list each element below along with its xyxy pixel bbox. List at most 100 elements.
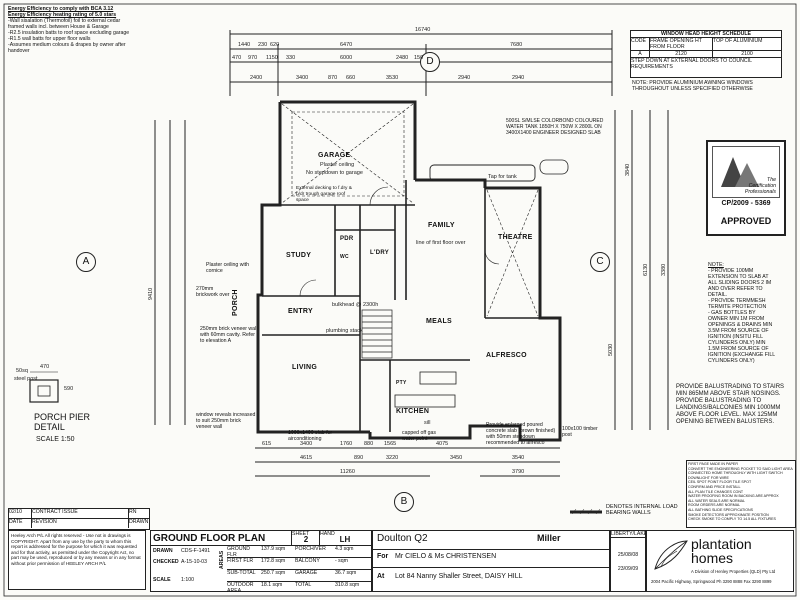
area-cell: PORCH/VER — [295, 546, 326, 552]
energy-note-line: handover — [8, 48, 30, 54]
legend-line: CONVERT THE ENGINEERING POCKET TO SAID L… — [688, 466, 793, 471]
window-reveals-note: window reveals increased to suit 250mm b… — [196, 412, 256, 430]
legend-line: CONFIRM AND PRICE INSTALL — [688, 484, 741, 489]
electrical-legend: FIRST PAGE MADE IN PAPER CONVERT THE ENG… — [686, 460, 796, 528]
drawn-value: CDS-F-1491 — [181, 548, 211, 554]
garage-note: Plaster ceiling — [320, 162, 355, 168]
dim-bottom: 890 — [354, 455, 364, 461]
checked-value: A-15-10-03 — [181, 559, 207, 565]
side-note-line: AND OVER REFER TO — [708, 286, 763, 292]
dim-left-total: 9410 — [148, 287, 154, 300]
legend-line: SMOKE DETECTORS APPROXIMATE POSITION — [688, 512, 769, 517]
job-date: 25/08/08 — [617, 552, 639, 558]
job-block: LIBERTY/LAKE 25/08/08 23/09/09 — [610, 530, 647, 592]
pier-dim: 590 — [64, 386, 74, 392]
area-cell: 172.8 sqm — [261, 558, 286, 564]
title-block-divider — [151, 545, 371, 546]
area-cell: 4.3 sqm — [335, 546, 354, 552]
dim-bottom: 1760 — [340, 441, 353, 447]
area-cell: 310.8 sqm — [335, 582, 360, 588]
pier-dim: 50sq — [16, 368, 28, 374]
legend-line: DOWNLIGHT FOR WIRE — [688, 475, 729, 480]
side-notes: NOTE: - PROVIDE 100MM EXTENSION TO SLAB … — [708, 262, 775, 364]
side-note-line: IGNITION (EXCHANGE FILL — [708, 352, 776, 358]
window-schedule-title: WINDOW HEAD HEIGHT SCHEDULE — [631, 31, 781, 38]
design-name: Doulton Q2 — [377, 533, 428, 544]
cert-brand: The Certification Professionals — [744, 177, 776, 195]
side-note-line: 1.5M FROM SOURCE OF — [708, 346, 769, 352]
revision-header-cell: DRAWN — [129, 519, 149, 525]
side-note-line: ALL SLIDING DOORS 2 IM — [708, 280, 772, 286]
schedule-col-frame: FRAME OPENING HT FROM FLOOR — [650, 38, 713, 50]
legend-line: CEIL SPOT POINT FLOOR TILE SPOT — [688, 480, 752, 485]
load-bearing-legend: DENOTES INTERNAL LOAD BEARING WALLS — [606, 504, 678, 516]
areas-table: GROUND FLR 137.9 sqm PORCH/VER 4.3 sqm F… — [227, 546, 371, 594]
energy-note-line: Energy Efficiency heating rating of 5.0 … — [8, 12, 117, 18]
window-schedule: WINDOW HEAD HEIGHT SCHEDULE CODE FRAME O… — [630, 30, 782, 78]
schedule-cell: 2120 — [650, 51, 713, 57]
dim-bottom: 3220 — [386, 455, 399, 461]
dim-third: 660 — [346, 75, 356, 81]
side-note-line: - PROVIDE 100MM — [708, 268, 754, 274]
area-cell: GROUND FLR — [227, 546, 251, 558]
dim-bottom: 1565 — [384, 441, 397, 447]
schedule-col-code: CODE — [631, 38, 650, 50]
builder-ref: Miller — [537, 533, 561, 543]
checked-label: CHECKED — [153, 559, 179, 565]
cert-logo-frame: The Certification Professionals — [712, 146, 780, 198]
dim-bottom: 3450 — [450, 455, 463, 461]
room-pantry: PTY — [396, 380, 407, 386]
area-cell: 18.1 sqm — [261, 582, 283, 588]
dim-bottom-right: 3790 — [512, 469, 525, 475]
grid-label-d: D — [420, 52, 440, 72]
room-alfresco: ALFRESCO — [486, 352, 527, 359]
revision-table: 02/10 CONTRACT ISSUE RN DATE REVISION DR… — [8, 508, 150, 530]
legend-line: WATER PROOFING ROOM IN BACKING ARE APPRO… — [688, 494, 779, 499]
revision-row: 02/10 CONTRACT ISSUE RN — [9, 509, 149, 519]
external-decking-note: External decking to f.dry & p/dr trough … — [296, 186, 352, 203]
side-note-line: CYLINDERS ONLY) — [708, 358, 755, 364]
dim-second: 1150 — [266, 55, 278, 61]
energy-note-line: -R1.5 wall batts for upper floor walls — [8, 36, 91, 42]
garage-note: No stepdown to garage — [306, 170, 363, 176]
revision-cell: RN — [129, 509, 137, 515]
client-label: For — [377, 553, 389, 560]
tank-slab-note: 500SL S/MLSE COLORBOND COLOURED WATER TA… — [506, 118, 604, 136]
address-divider — [373, 567, 609, 568]
aircon-note: 1000x1400 slab for airconditioning — [288, 430, 333, 442]
revision-header-cell: REVISION — [32, 519, 129, 528]
energy-note-line: -R2.5 insulation batts to roof space exc… — [8, 30, 130, 36]
company-address: 2004 Pacific Highway, Springwood Ph 3290… — [651, 579, 772, 584]
client-name: Mr CIELO & Ms CHRISTENSEN — [395, 553, 497, 560]
plumbing-note: plumbing stack — [326, 328, 363, 334]
room-kitchen: KITCHEN — [396, 408, 430, 415]
site-address: Lot 84 Nanny Shaller Street, DAISY HILL — [395, 573, 523, 580]
dim-bottom: 880 — [364, 441, 374, 447]
room-meals: MEALS — [426, 318, 452, 325]
timber-post-note: 100x100 timber post — [562, 426, 598, 438]
window-schedule-row: A 2120 2100 — [631, 51, 781, 58]
area-cell: TOTAL — [295, 582, 312, 588]
plaster-ceiling-note: Plaster ceiling with cornice — [206, 262, 249, 274]
capped-gas-note: capped off gas water point — [402, 430, 436, 442]
dim-second: 330 — [286, 55, 296, 61]
drawing-title: GROUND FLOOR PLAN — [153, 533, 266, 544]
hand-cell: HAND LH — [319, 531, 370, 545]
energy-notes: Energy Efficiency to comply with BCA 3.1… — [8, 6, 129, 54]
legend-line: ALL BATHING SLIDE SPECIFICATIONS — [688, 507, 754, 512]
room-garage: GARAGE — [318, 152, 351, 159]
title-block: GROUND FLOOR PLAN SHEET 2 HAND LH DRAWN … — [150, 530, 372, 594]
side-note-line: TERMITE PROTECTION — [708, 304, 767, 310]
dim-second: 150 — [414, 55, 424, 61]
room-living: LIVING — [292, 364, 318, 371]
energy-note-line: framed walls incl. between House & Garag… — [8, 24, 109, 30]
area-cell: 250.7 sqm — [261, 570, 286, 576]
energy-note-line: -Assumes medium colours & drapes by owne… — [8, 42, 126, 48]
dim-right: 3380 — [661, 263, 667, 276]
area-cell: - sqm — [335, 558, 348, 564]
hand-label: HAND — [320, 531, 335, 537]
room-powder: PDR — [340, 236, 354, 242]
area-cell: SUB-TOTAL — [227, 570, 256, 576]
room-entry: ENTRY — [288, 308, 313, 315]
